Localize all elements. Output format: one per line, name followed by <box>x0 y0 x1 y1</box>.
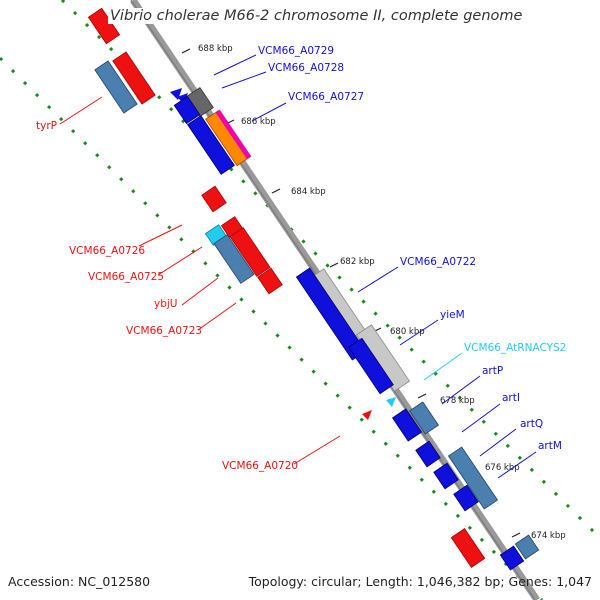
tick-label-686: 686 kbp <box>241 117 276 127</box>
gene-ybjU[interactable] <box>213 234 255 284</box>
tick-label-678: 678 kbp <box>440 396 475 406</box>
accession-text: Accession: NC_012580 <box>8 574 151 589</box>
label-ybjU: ybjU <box>154 298 177 310</box>
label-VCM66_AtRNACYS2: VCM66_AtRNACYS2 <box>464 342 566 354</box>
gene-art-block[interactable] <box>447 446 499 510</box>
label-VCM66_A0726: VCM66_A0726 <box>69 245 145 257</box>
gene-labels: VCM66_A0729 VCM66_A0728 VCM66_A0727 tyrP… <box>36 45 566 472</box>
gene-artP[interactable] <box>408 401 440 435</box>
gene-artQ[interactable] <box>415 440 441 468</box>
gene-VCM66_A0727-magenta[interactable] <box>215 109 252 159</box>
gene-VCM66_A0720[interactable] <box>362 410 372 420</box>
label-leader-lines <box>59 54 537 479</box>
map-title: Vibrio cholerae M66-2 chromosome II, com… <box>108 8 525 24</box>
gene-red-top-2[interactable] <box>112 51 156 105</box>
label-artP: artP <box>482 365 503 377</box>
topology-summary: Topology: circular; Length: 1,046,382 bp… <box>248 574 592 589</box>
label-artM: artM <box>538 440 562 452</box>
inner-guide-dotted-line <box>0 56 544 600</box>
label-VCM66_A0727: VCM66_A0727 <box>288 91 364 103</box>
label-VCM66_A0720: VCM66_A0720 <box>222 460 298 472</box>
label-VCM66_A0722: VCM66_A0722 <box>400 256 476 268</box>
label-artI: artI <box>502 392 520 404</box>
label-tyrP: tyrP <box>36 120 57 132</box>
label-artQ: artQ <box>520 418 543 430</box>
tick-label-688: 688 kbp <box>198 44 233 54</box>
gene-VCM66_A0728-marker[interactable] <box>177 93 188 104</box>
label-VCM66_A0729: VCM66_A0729 <box>258 45 334 57</box>
gene-forward-small-1[interactable] <box>173 95 201 125</box>
tick-label-682: 682 kbp <box>340 257 375 267</box>
gene-yieM[interactable] <box>348 337 394 395</box>
gene-features[interactable] <box>87 7 540 571</box>
tick-label-674: 674 kbp <box>531 531 566 541</box>
label-yieM: yieM <box>440 309 465 321</box>
tick-label-680: 680 kbp <box>390 327 425 337</box>
gene-steelblue-674[interactable] <box>514 534 540 560</box>
gene-VCM66_AtRNACYS2-marker[interactable] <box>386 397 396 407</box>
gene-red-bottom[interactable] <box>450 528 486 568</box>
tick-label-676: 676 kbp <box>485 463 520 473</box>
gene-artI[interactable] <box>391 408 423 442</box>
tick-labels: 688 kbp 686 kbp 684 kbp 682 kbp 680 kbp … <box>198 44 566 541</box>
gene-artM[interactable] <box>433 462 459 490</box>
gene-red-684[interactable] <box>201 185 227 213</box>
gene-forward-674[interactable] <box>499 545 525 571</box>
gene-tyrP[interactable] <box>94 60 138 114</box>
gene-red-ybjU-region[interactable] <box>229 227 271 277</box>
gene-forward-686[interactable] <box>187 115 235 175</box>
label-VCM66_A0723: VCM66_A0723 <box>126 325 202 337</box>
tick-label-684: 684 kbp <box>291 187 326 197</box>
label-VCM66_A0728: VCM66_A0728 <box>268 62 344 74</box>
gene-forward-676[interactable] <box>453 484 479 512</box>
label-VCM66_A0725: VCM66_A0725 <box>88 271 164 283</box>
gene-VCM66_A0723[interactable] <box>257 267 283 295</box>
